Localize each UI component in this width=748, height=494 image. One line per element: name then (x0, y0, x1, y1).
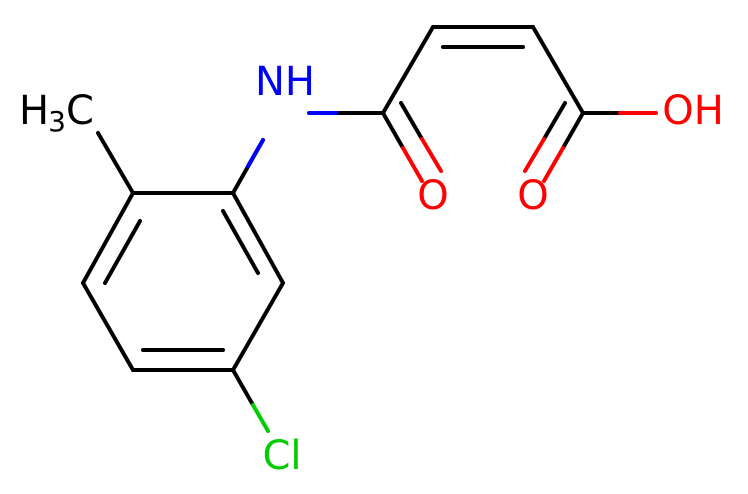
label-layer: NH O O OH Cl H 3 C (19, 59, 724, 479)
bond-amide-co-o-half-2 (420, 137, 443, 173)
bond-acid-co-c-half-1 (561, 111, 585, 150)
bond-ring-nh-n-half (246, 138, 265, 168)
nh-label: NH (255, 59, 315, 105)
bond-ring-cl-cl-half (251, 403, 270, 433)
bond-acid-co-o-half-2 (523, 137, 546, 173)
ring-bond-5 (81, 281, 135, 372)
ring-bond-6 (81, 191, 135, 285)
bond-amide-co-c-half-1 (381, 111, 405, 150)
bond-acid-co-c-half-2 (542, 101, 567, 141)
methyl-c-label: C (66, 88, 94, 134)
chlorine-label: Cl (262, 433, 301, 479)
bond-layer (81, 25, 658, 433)
acid-oxygen-label: O (517, 173, 548, 219)
methyl-h-label: H (19, 88, 49, 134)
ring-inner-bond-3 (103, 219, 142, 285)
bond-ring-cl-c-half (231, 368, 255, 407)
hydroxyl-label: OH (662, 88, 724, 134)
bond-amide-to-alkene (381, 25, 435, 115)
bond-methyl-ring (96, 131, 135, 195)
ring-bond-2 (231, 191, 285, 285)
ring-inner-bond-1 (221, 209, 260, 275)
bond-amide-co-o-half-1 (401, 146, 424, 183)
bond-alkene-to-acid (531, 25, 585, 115)
methyl-subscript-label: 3 (48, 105, 66, 138)
ring-bond-3 (231, 281, 285, 372)
bond-amide-co-c-half-2 (399, 101, 424, 141)
bond-acid-co-o-half-1 (542, 146, 565, 183)
amide-oxygen-label: O (417, 173, 448, 219)
